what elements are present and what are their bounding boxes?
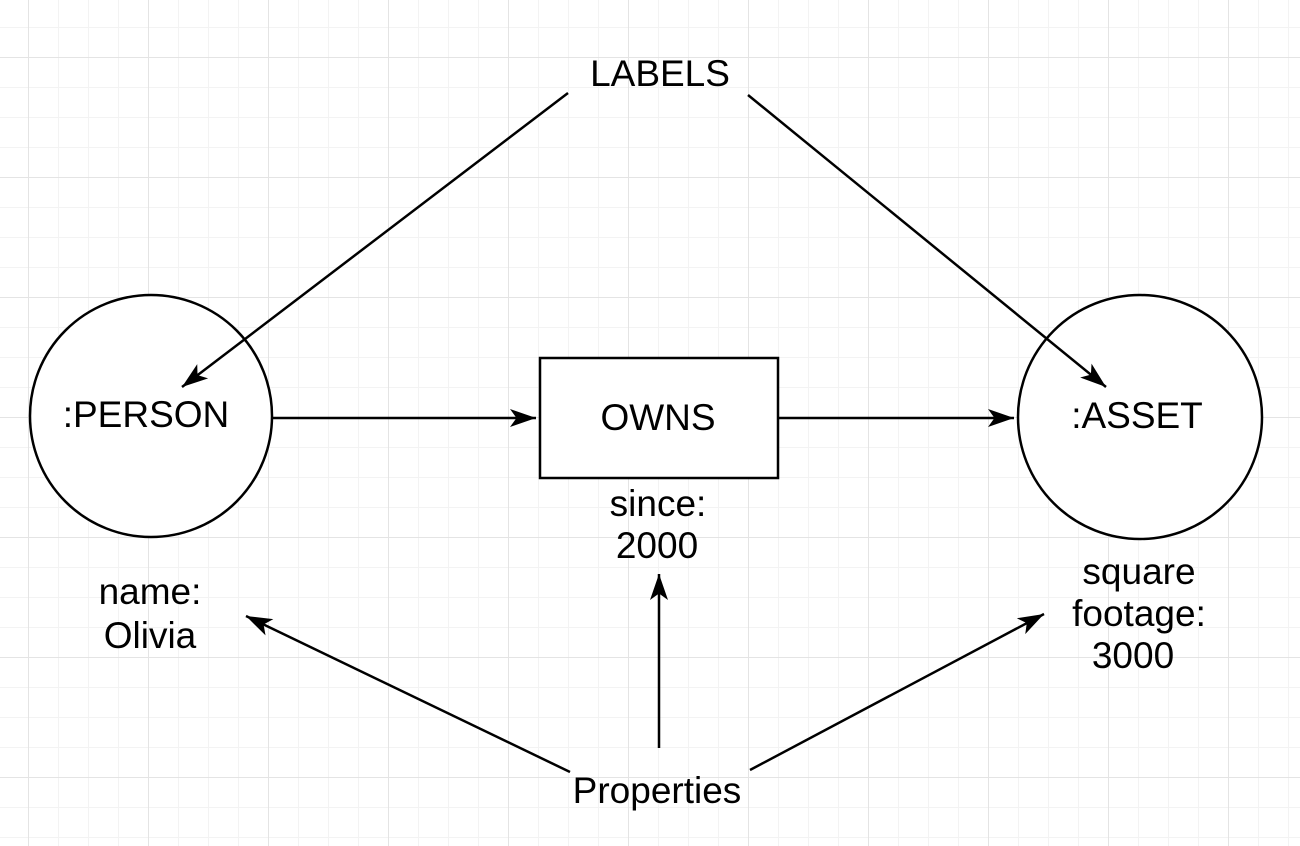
edge-labels-to-person (181, 92, 569, 388)
node-person-label: :PERSON (63, 394, 230, 435)
properties-title: Properties (573, 770, 742, 811)
person-property-line2: Olivia (104, 615, 197, 656)
owns-property-line1: since: (610, 483, 707, 524)
node-owns-label: OWNS (600, 397, 715, 438)
node-owns[interactable]: OWNS (538, 356, 780, 480)
owns-property-text: since: 2000 (610, 483, 707, 566)
owns-rectangle[interactable] (538, 356, 780, 480)
asset-property-line3: 3000 (1092, 635, 1174, 676)
asset-property-line2: footage: (1072, 593, 1206, 634)
labels-title: LABELS (590, 53, 730, 94)
edge-properties-to-footage (749, 612, 1045, 772)
edge-labels-to-asset (747, 94, 1107, 388)
person-property-text: name: Olivia (99, 571, 202, 656)
asset-property-line1: square (1082, 551, 1195, 592)
node-asset-label: :ASSET (1071, 395, 1203, 436)
asset-circle[interactable] (1016, 293, 1264, 541)
node-person[interactable]: :PERSON (28, 293, 274, 539)
node-asset[interactable]: :ASSET (1016, 293, 1264, 541)
owns-property-line2: 2000 (616, 525, 698, 566)
person-circle[interactable] (28, 293, 274, 539)
asset-property-text: square footage: 3000 (1072, 551, 1206, 676)
person-property-line1: name: (99, 571, 202, 612)
edge-properties-to-name (245, 614, 571, 774)
